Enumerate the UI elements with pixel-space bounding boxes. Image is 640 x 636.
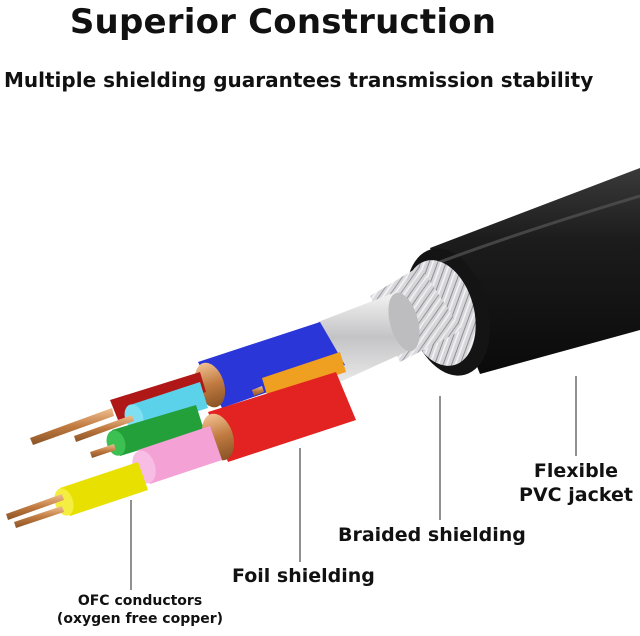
page-title: Superior Construction [69, 2, 497, 42]
label-pvc-jacket: Flexible PVC jacket [519, 460, 633, 506]
page-subtitle: Multiple shielding guarantees transmissi… [4, 68, 594, 92]
label-ofc-line2: (oxygen free copper) [56, 610, 224, 627]
wire-orange [252, 352, 346, 398]
leader-lines [130, 376, 577, 590]
label-foil-shielding: Foil shielding [232, 565, 375, 587]
label-ofc-conductors: OFC conductors (oxygen free copper) [50, 593, 230, 628]
label-ofc-line1: OFC conductors [77, 593, 203, 609]
wire-green [90, 405, 204, 458]
label-braided-shielding: Braided shielding [338, 524, 526, 546]
wire-yellow [6, 462, 148, 528]
